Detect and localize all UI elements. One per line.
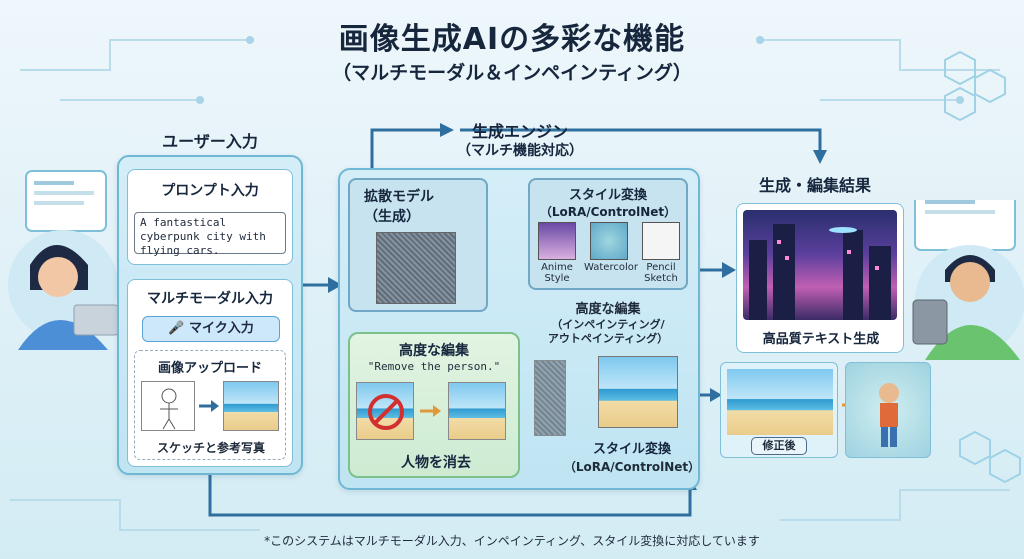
style-transfer-card: スタイル変換 （LoRA/ControlNet） Anime Style Wat… [528,178,688,290]
edit-after-image [448,382,506,440]
cyberpunk-city-image [743,210,897,320]
adv-edit-line3: アウトペインティング） [547,332,669,345]
anime-style-thumb[interactable] [538,222,576,260]
edit-before-image [356,382,414,440]
prompt-card: プロンプト入力 A fantastical cyberpunk city wit… [127,169,293,265]
edit-header: 高度な編集 [399,343,469,359]
input-panel: プロンプト入力 A fantastical cyberpunk city wit… [117,155,303,475]
engine-panel: 拡散モデル （生成） スタイル変換 （LoRA/ControlNet） Anim… [338,168,700,490]
style2-line1: スタイル変換 [592,442,671,457]
inpaint-result-image [598,356,678,428]
diffusion-line2: （生成） [364,209,420,225]
microphone-icon: 🎤 [168,321,189,336]
adv-edit-line1: 高度な編集 [575,302,641,317]
sketch-caption: スケッチと参考写真 [156,441,265,455]
viewer-illustration [912,200,1024,360]
upload-header: 画像アップロード [157,361,262,376]
page-title: 画像生成AIの多彩な機能 [338,22,686,57]
diffusion-card: 拡散モデル （生成） [348,178,488,312]
style-label-pencil: Pencil Sketch [644,262,678,284]
arrow-right-icon [199,400,219,412]
multimodal-card: マルチモーダル入力 🎤 マイク入力 画像アップロード スケッチと参考写真 [127,279,293,467]
sketch-image [141,381,195,431]
hq-caption: 高品質テキスト生成 [762,332,880,347]
diffusion-line1: 拡散モデル [364,189,434,205]
prompt-header: プロンプト入力 [161,183,259,199]
mic-label: マイク入力 [188,321,254,336]
style-header: スタイル変換 [568,188,647,203]
adv-edit-line2: （インペインティング/ [551,318,665,331]
reference-photo [223,381,279,431]
output-section-label: 生成・編集結果 [758,176,871,195]
prompt-input[interactable]: A fantastical cyberpunk city with flying… [134,212,286,257]
watercolor-output-image [845,362,931,458]
fixed-beach-image [727,369,833,435]
noise-image [376,232,456,304]
footnote: *このシステムはマルチモーダル入力、インペインティング、スタイル変換に対応してい… [264,534,760,548]
inpaint-noise [534,360,566,436]
edit-card: 高度な編集 "Remove the person." 人物を消去 [348,332,520,478]
edit-caption: 人物を消去 [401,455,471,471]
page-subtitle: （マルチモーダル＆インペインティング） [332,62,692,84]
user-illustration [8,170,119,350]
style-label-anime: Anime Style [541,262,573,284]
engine-label-line1: 生成エンジン [471,122,568,141]
style-label-watercolor: Watercolor [584,262,638,273]
arrow-right-icon [420,405,441,417]
mic-input-button[interactable]: 🎤 マイク入力 [142,316,280,342]
edit-quote: "Remove the person." [367,360,501,373]
input-section-label: ユーザー入力 [162,132,258,151]
fixed-tag: 修正後 [751,437,807,455]
hq-output-card: 高品質テキスト生成 [736,203,904,353]
style-sub: （LoRA/ControlNet） [539,205,677,219]
watercolor-thumb[interactable] [590,222,628,260]
engine-label-line2: （マルチ機能対応） [457,143,583,159]
style2-line2: （LoRA/ControlNet） [563,460,701,474]
upload-area[interactable]: 画像アップロード スケッチと参考写真 [134,350,286,460]
pencil-sketch-thumb[interactable] [642,222,680,260]
fixed-output-card: 修正後 [720,362,838,458]
prohibit-icon [368,394,404,430]
multimodal-header: マルチモーダル入力 [147,291,273,307]
